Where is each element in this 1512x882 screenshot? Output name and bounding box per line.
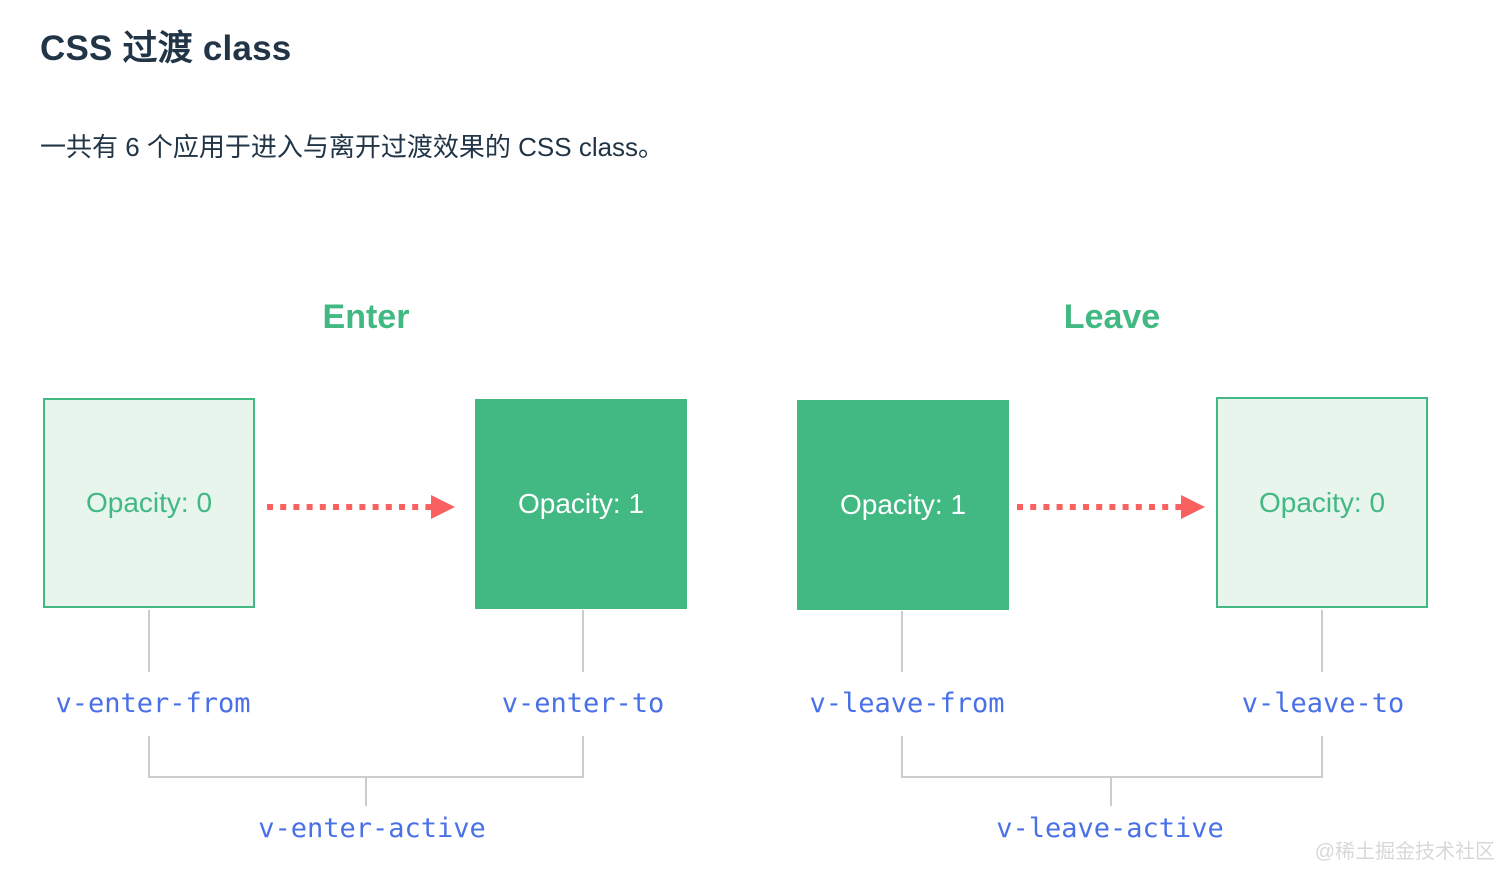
- connector-line: [365, 778, 367, 806]
- leave-active-label: v-leave-active: [996, 813, 1224, 844]
- leave-from-box-label: Opacity: 1: [839, 489, 967, 520]
- connector-line: [1321, 610, 1323, 672]
- leave-to-box: Opacity: 0: [1216, 397, 1428, 608]
- watermark: @稀土掘金技术社区: [1314, 841, 1495, 863]
- enter-to-box: Opacity: 1: [475, 399, 687, 609]
- connector-line: [148, 776, 584, 778]
- leave-to-box-label: Opacity: 0: [1258, 486, 1386, 518]
- dashed-arrow-right-icon: [267, 495, 455, 519]
- page-title: CSS 过渡 class: [40, 29, 292, 68]
- intro-text: 一共有 6 个应用于进入与离开过渡效果的 CSS class。: [40, 132, 665, 162]
- enter-active-label: v-enter-active: [258, 813, 486, 844]
- connector-line: [582, 736, 584, 777]
- enter-from-box: Opacity: 0: [43, 398, 255, 608]
- enter-to-box-label: Opacity: 1: [517, 488, 645, 519]
- dashed-arrow-right-icon: [1017, 495, 1205, 519]
- enter-to-label: v-enter-to: [501, 688, 665, 719]
- enter-from-box-label: Opacity: 0: [85, 487, 213, 518]
- enter-heading: Enter: [322, 298, 410, 336]
- leave-heading: Leave: [1063, 298, 1161, 336]
- connector-line: [901, 611, 903, 672]
- leave-from-box: Opacity: 1: [797, 400, 1009, 610]
- connector-line: [1110, 778, 1112, 806]
- connector-line: [1321, 736, 1323, 777]
- connector-line: [901, 736, 903, 777]
- connector-line: [901, 776, 1323, 778]
- leave-to-label: v-leave-to: [1241, 688, 1405, 719]
- enter-from-label: v-enter-from: [55, 688, 251, 719]
- leave-from-label: v-leave-from: [809, 688, 1005, 719]
- connector-line: [148, 610, 150, 672]
- connector-line: [148, 736, 150, 777]
- connector-line: [582, 610, 584, 672]
